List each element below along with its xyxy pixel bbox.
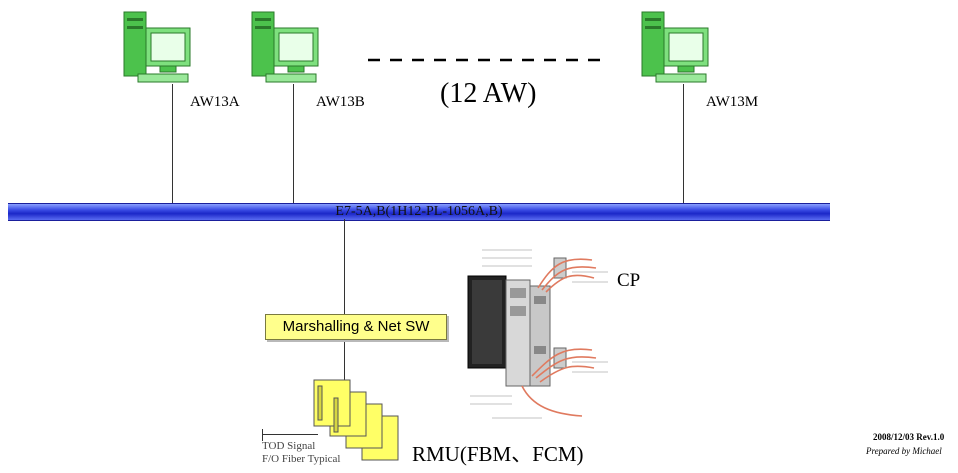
- prepared-by-label: Prepared by Michael: [866, 446, 942, 456]
- workstation-aw13a: [118, 10, 198, 88]
- workstation-aw13b: [246, 10, 326, 88]
- computer-icon: [123, 11, 191, 83]
- tod-label: TOD Signal F/O Fiber Typical: [262, 440, 340, 466]
- workstation-label-aw13b: AW13B: [316, 94, 365, 110]
- tod-line: [262, 429, 263, 441]
- revision-label: 2008/12/03 Rev.1.0: [873, 432, 945, 442]
- aw-count-label: (12 AW): [440, 78, 537, 109]
- tod-label-line2: F/O Fiber Typical: [262, 453, 341, 465]
- control-processor-image: [467, 249, 608, 419]
- connector-line-aw13m: [683, 84, 684, 204]
- computer-icon: [641, 11, 709, 83]
- ellipsis-dashes: [368, 58, 608, 62]
- connector-line-aw13a: [172, 84, 173, 204]
- rmu-label: RMU(FBM、FCM): [412, 442, 584, 466]
- rmu-modules-icon: [313, 379, 399, 461]
- tod-hline: [262, 434, 318, 435]
- workstation-label-aw13a: AW13A: [190, 94, 240, 110]
- tod-label-line1: TOD Signal: [262, 440, 316, 452]
- computer-icon: [251, 11, 319, 83]
- connector-line-bus-to-switch: [344, 219, 345, 314]
- workstation-label-aw13m: AW13M: [706, 94, 759, 110]
- network-bus: [8, 203, 830, 221]
- connector-line-switch-to-rmu: [344, 340, 345, 382]
- bus-label: E7-5A,B(1H12-PL-1056A,B): [335, 204, 503, 219]
- cp-label: CP: [617, 270, 641, 291]
- marshalling-switch-box: Marshalling & Net SW: [265, 314, 447, 340]
- workstation-aw13m: [636, 10, 716, 88]
- connector-line-aw13b: [293, 84, 294, 204]
